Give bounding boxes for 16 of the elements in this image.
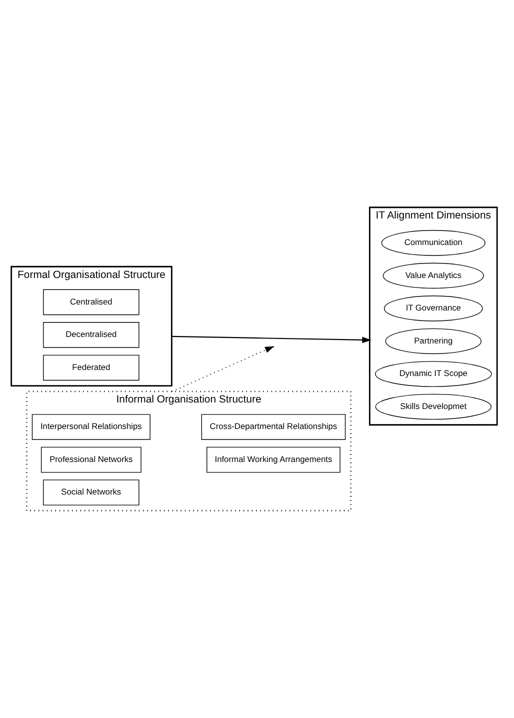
node-box: Federated (43, 354, 140, 381)
node-ellipse: Communication (381, 230, 486, 256)
arrow (172, 346, 274, 392)
node-ellipse: Dynamic IT Scope (374, 361, 492, 387)
node-ellipse: Partnering (385, 328, 482, 354)
node-box: Professional Networks (40, 446, 142, 473)
node-box: Centralised (43, 289, 140, 316)
node-box: Decentralised (43, 322, 140, 348)
node-box: Interpersonal Relationships (32, 414, 150, 440)
node-ellipse: Value Analytics (382, 262, 484, 289)
node-box: Cross-Departmental Relationships (201, 414, 346, 440)
arrow (172, 336, 372, 344)
node-ellipse: IT Governance (384, 296, 483, 322)
node-box: Social Networks (43, 480, 140, 506)
node-ellipse: Skills Developmet (375, 394, 492, 420)
node-box: Informal Working Arrangements (206, 446, 340, 473)
